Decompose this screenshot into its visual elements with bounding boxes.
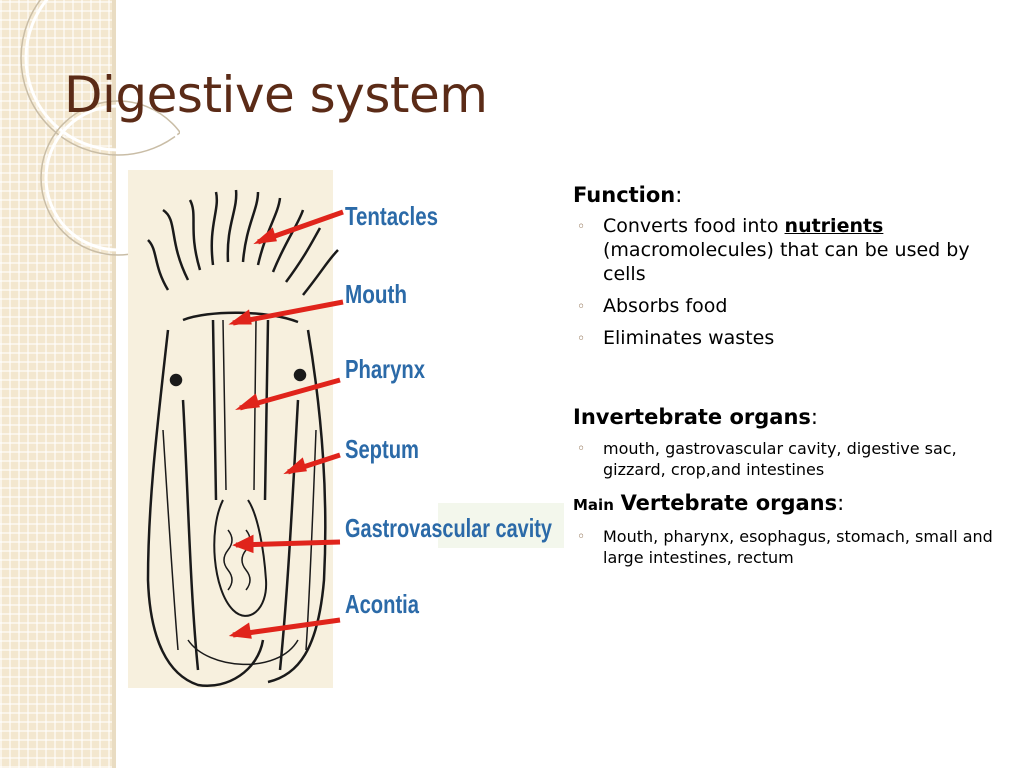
vertebrate-heading: Main Vertebrate organs: xyxy=(573,488,993,520)
invertebrate-heading-colon: : xyxy=(810,405,818,429)
function-item-text: Converts food into xyxy=(603,215,785,237)
diagram-arrows xyxy=(228,209,344,639)
label-pharynx: Pharynx xyxy=(345,354,425,384)
function-heading-colon: : xyxy=(675,183,683,207)
function-item-text: (macromolecules) that can be used by cel… xyxy=(603,239,970,285)
bullet-icon: ◦ xyxy=(577,529,586,545)
function-item-text: Eliminates wastes xyxy=(603,327,775,349)
label-highlight xyxy=(438,503,564,548)
sea-anemone-diagram: Tentacles Mouth Pharynx Septum Gastrovas… xyxy=(128,170,564,720)
invertebrate-item: ◦ mouth, gastrovascular cavity, digestiv… xyxy=(573,438,993,480)
vertebrate-heading-label: Vertebrate organs xyxy=(620,491,838,515)
function-item: ◦ Converts food into nutrients (macromol… xyxy=(573,214,993,286)
anemone-drawing xyxy=(146,189,339,688)
nutrients-emphasis: nutrients xyxy=(784,215,884,237)
bullet-icon: ◦ xyxy=(577,331,586,347)
decorative-band xyxy=(0,0,112,768)
invertebrate-item-text: mouth, gastrovascular cavity, digestive … xyxy=(603,439,957,479)
invertebrate-heading: Invertebrate organs: xyxy=(573,402,993,432)
bullet-icon: ◦ xyxy=(577,299,586,315)
text-column: Function: ◦ Converts food into nutrients… xyxy=(573,180,993,576)
label-septum: Septum xyxy=(345,434,419,464)
band-edge xyxy=(112,0,116,768)
vertebrate-item: ◦ Mouth, pharynx, esophagus, stomach, sm… xyxy=(573,526,993,568)
label-mouth: Mouth xyxy=(345,279,407,309)
function-heading-label: Function xyxy=(573,183,676,207)
decorative-circles xyxy=(20,0,180,256)
label-tentacles: Tentacles xyxy=(345,201,438,231)
diagram-labels: Tentacles Mouth Pharynx Septum Gastrovas… xyxy=(345,201,552,619)
label-acontia: Acontia xyxy=(345,589,419,619)
vertebrate-list: ◦ Mouth, pharynx, esophagus, stomach, sm… xyxy=(573,526,993,568)
label-gastrovascular-cavity: Gastrovascular cavity xyxy=(345,513,552,543)
invertebrate-heading-label: Invertebrate organs xyxy=(573,405,811,429)
vertebrate-item-text: Mouth, pharynx, esophagus, stomach, smal… xyxy=(603,527,993,567)
bullet-icon: ◦ xyxy=(577,441,586,457)
function-list: ◦ Converts food into nutrients (macromol… xyxy=(573,214,993,350)
bullet-icon: ◦ xyxy=(577,219,586,235)
function-item-text: Absorbs food xyxy=(603,295,728,317)
function-heading: Function: xyxy=(573,180,993,210)
function-item: ◦ Absorbs food xyxy=(573,294,993,318)
slide-title: Digestive system xyxy=(64,66,488,124)
invertebrate-list: ◦ mouth, gastrovascular cavity, digestiv… xyxy=(573,438,993,480)
function-item: ◦ Eliminates wastes xyxy=(573,326,993,350)
vertebrate-heading-colon: : xyxy=(837,491,845,515)
vertebrate-heading-prefix: Main xyxy=(573,496,614,514)
